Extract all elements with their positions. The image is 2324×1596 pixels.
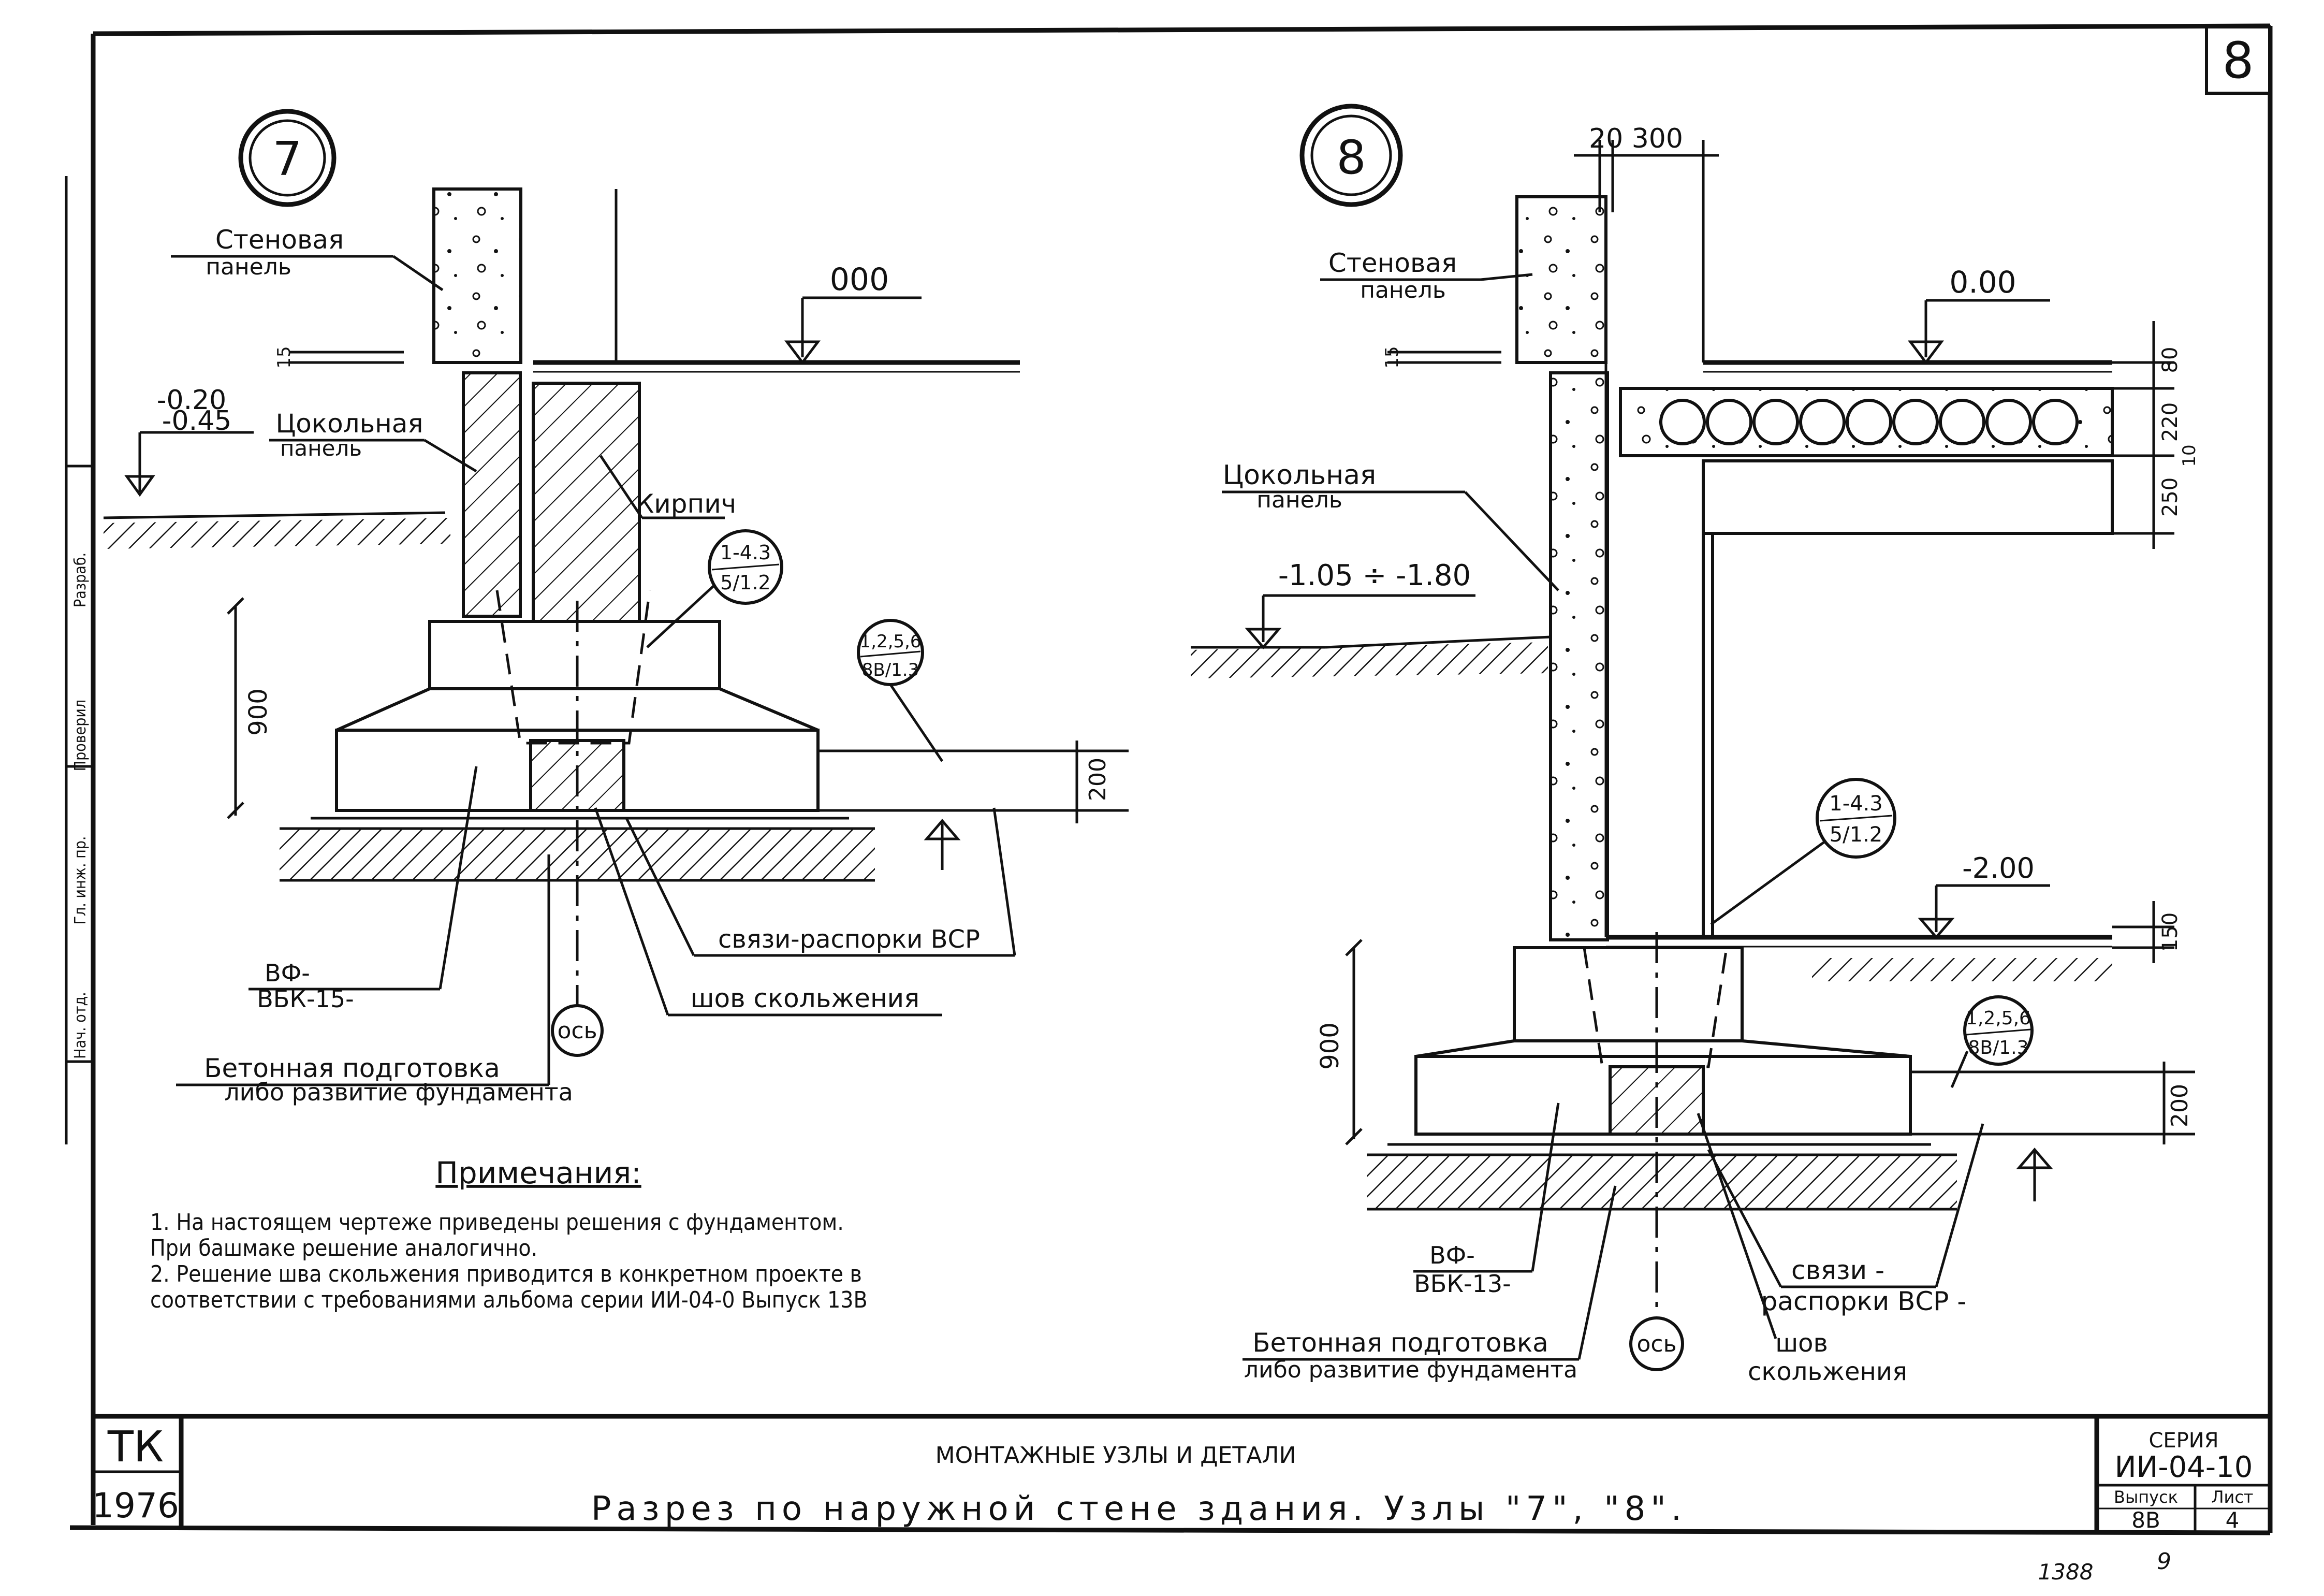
year: 1976 [92, 1486, 179, 1526]
node-8-slip-1: шов [1775, 1329, 1828, 1358]
node-8-dim-10: 10 [2179, 444, 2200, 467]
node-7-footing-1: ВФ- [265, 959, 310, 987]
node-8-wall-panel-2: панель [1360, 277, 1446, 303]
notes-heading: Примечания: [435, 1155, 641, 1191]
node-7-ref-b-bot: 8В/1.3 [862, 660, 919, 680]
node-7-dim-900: 900 [244, 688, 273, 736]
drawing-title: Разрез по наружной стене здания. Узлы "7… [591, 1490, 1687, 1528]
node-7-wall-panel-2: панель [206, 254, 291, 280]
node-8-level-top: 0.00 [1949, 265, 2016, 300]
node-7-brick: Кирпич [636, 489, 736, 519]
node-8-dim-150: 150 [2158, 912, 2182, 952]
node-8-dim-250: 250 [2158, 477, 2182, 517]
stamp-line-3: Гл. инж. пр. [71, 836, 90, 925]
notes-line-1: 1. На настоящем чертеже приведены решени… [150, 1209, 844, 1236]
node-7-level-top: 000 [830, 262, 889, 298]
drawing-subtitle: МОНТАЖНЫЕ УЗЛЫ И ДЕТАЛИ [936, 1442, 1296, 1469]
node-7-wall-panel-1: Стеновая [215, 225, 344, 255]
stamp-line-4: Нач. отд. [71, 992, 90, 1058]
node-8: 8 20 300 [1191, 104, 2200, 1386]
node-8-axis: ось [1636, 1331, 1676, 1357]
node-8-dim-15: 15 [1382, 346, 1402, 368]
sheet-number: 8 [2222, 32, 2254, 90]
node-7-dim-15: 15 [274, 346, 295, 368]
title-block: ТК 1976 МОНТАЖНЫЕ УЗЛЫ И ДЕТАЛИ Разрез п… [92, 1414, 2270, 1533]
node-7-prep-2: либо развитие фундамента [224, 1078, 573, 1106]
node-8-id: 8 [1336, 130, 1366, 185]
notes-line-3: 2. Решение шва скольжения приводится в к… [150, 1261, 862, 1287]
page-number: 9 [2157, 1548, 2171, 1575]
node-7-ref-a-bot: 5/1.2 [720, 571, 770, 594]
node-8-dim-top: 20 300 [1589, 123, 1683, 154]
node-8-footing-1: ВФ- [1429, 1241, 1475, 1269]
node-7-plinth-1: Цокольная [275, 409, 423, 439]
hollow-core-slab [1659, 399, 2079, 445]
stamp-line-1: Разраб. [71, 553, 90, 607]
series-label: СЕРИЯ [2148, 1429, 2218, 1453]
node-8-dim-200: 200 [2167, 1084, 2193, 1127]
notes-line-2: При башмаке решение аналогично. [150, 1235, 537, 1261]
node-7: 7 ось [103, 109, 1129, 1106]
node-8-ties-2: распорки ВСР - [1761, 1286, 1967, 1316]
node-8-level-basement: -2.00 [1962, 852, 2035, 884]
node-8-dim-900: 900 [1316, 1022, 1344, 1070]
node-7-ties: связи-распорки ВСР [718, 925, 980, 954]
archive-number: 1388 [2038, 1559, 2094, 1585]
node-7-prep-1: Бетонная подготовка [204, 1053, 500, 1083]
node-8-dim-80: 80 [2158, 347, 2182, 373]
node-8-ref-a-bot: 5/1.2 [1830, 823, 1883, 847]
node-8-slip-2: скольжения [1748, 1357, 1907, 1386]
node-8-footing-2: ВБК-13- [1414, 1270, 1511, 1298]
node-7-ref-a-top: 1-4.3 [720, 541, 771, 564]
node-8-prep-1: Бетонная подготовка [1252, 1328, 1548, 1358]
node-7-id: 7 [272, 132, 302, 186]
node-7-axis: ось [557, 1018, 597, 1044]
node-8-wall-panel-1: Стеновая [1328, 248, 1457, 278]
node-7-level-b: -0.45 [162, 405, 232, 437]
org-code: ТК [107, 1423, 164, 1472]
notes: Примечания: 1. На настоящем чертеже прив… [150, 1155, 868, 1313]
margin-stamp: Разраб. Проверил Гл. инж. пр. Нач. отд. [65, 176, 93, 1144]
node-7-ref-b-top: 1,2,5,6 [860, 631, 922, 652]
node-8-level-ground: -1.05 ÷ -1.80 [1278, 559, 1471, 592]
notes-line-4: соответствии с требованиями альбома сери… [150, 1287, 868, 1313]
stamp-line-2: Проверил [71, 700, 90, 771]
node-7-level-a: -0.20 [157, 385, 227, 416]
node-8-ties-1: связи - [1791, 1255, 1884, 1285]
issue-value: 8В [2131, 1507, 2160, 1533]
sheet-frame [69, 23, 2273, 1535]
node-8-ref-a-top: 1-4.3 [1829, 792, 1883, 816]
series-value: ИИ-04-10 [2115, 1450, 2253, 1484]
node-7-slip-joint: шов скольжения [691, 983, 919, 1013]
node-8-plinth-1: Цокольная [1223, 460, 1376, 491]
node-8-prep-2: либо развитие фундамента [1244, 1357, 1577, 1383]
node-8-dim-220: 220 [2158, 402, 2182, 442]
sheet-number-box: 8 [2205, 25, 2271, 95]
sheet-value: 4 [2226, 1507, 2240, 1533]
issue-label: Выпуск [2114, 1487, 2178, 1507]
node-8-ref-b-bot: 8В/1.3 [1968, 1037, 2029, 1058]
node-7-dim-200: 200 [1085, 758, 1111, 801]
node-8-ref-b-top: 1,2,5,6 [1966, 1008, 2031, 1029]
sheet-label: Лист [2211, 1487, 2253, 1507]
